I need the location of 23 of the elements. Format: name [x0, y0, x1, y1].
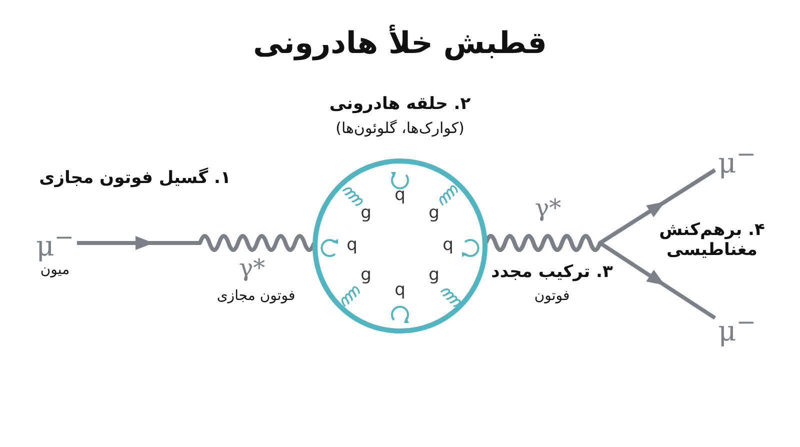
- particle-symbol: μ$^{−}$: [36, 226, 74, 260]
- particle-line: [484, 234, 716, 320]
- quark-label: q: [394, 280, 406, 300]
- photon-symbol: γ*: [238, 254, 266, 283]
- title: قطبش خلأ هادرونی: [253, 26, 547, 62]
- photon-symbol: γ*: [534, 194, 562, 223]
- step-heading: ۱. گسیل فوتون مجازی: [39, 168, 231, 188]
- photon-caption: فوتون مجازی: [216, 288, 296, 305]
- particle-symbol: μ$^{−}$: [718, 311, 756, 346]
- gluon-label: g: [360, 265, 372, 286]
- quark-label: q: [346, 235, 358, 256]
- particle-caption: میون: [40, 262, 70, 279]
- step-heading: ۲. حلقه هادرونی: [329, 94, 471, 114]
- step-note: فوتون: [534, 288, 570, 305]
- step-note: (کوارک‌ها، گلوئون‌ها): [336, 119, 464, 137]
- quark-label: q: [442, 235, 454, 256]
- step-heading: ۴. برهم‌کنش مغناطیسی: [658, 220, 766, 261]
- gluon-label: g: [428, 203, 440, 224]
- quark-label: q: [394, 185, 406, 206]
- particle-symbol: μ$^{−}$: [718, 143, 756, 178]
- step-heading: ۳. ترکیب مجدد: [491, 262, 613, 282]
- gluon-label: g: [360, 203, 372, 224]
- gluon-label: g: [428, 265, 440, 286]
